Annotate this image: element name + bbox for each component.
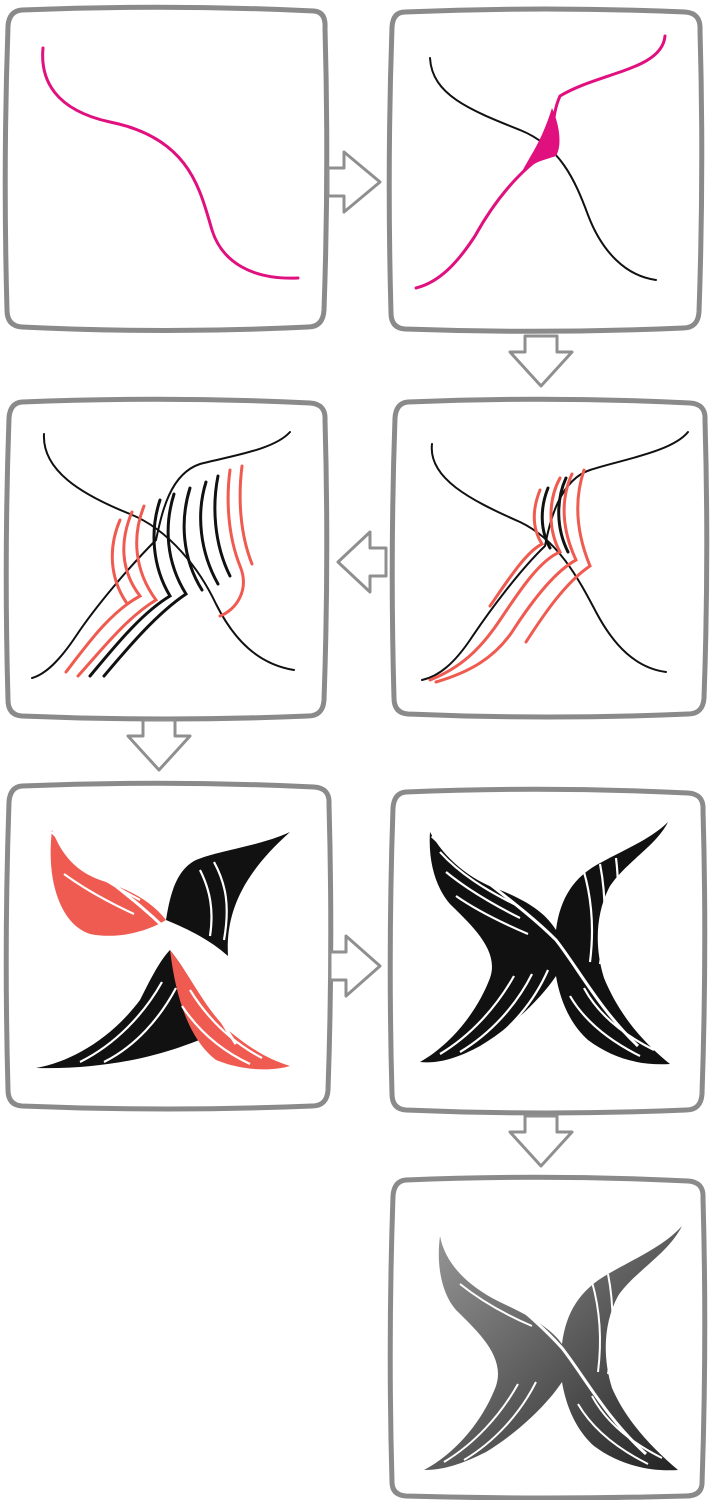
step-tile-6 (387, 786, 708, 1116)
arrow-down-3 (508, 1114, 574, 1168)
center-vein (50, 830, 238, 1045)
arrow-left-1 (336, 530, 388, 594)
step-tile-1 (2, 4, 330, 333)
black-bands (540, 476, 570, 554)
star-arm-top-right (166, 832, 290, 956)
arrow-right-1 (326, 150, 382, 214)
coral-bands (64, 464, 254, 678)
coral-bands (428, 468, 592, 684)
arrow-down-2 (126, 718, 192, 772)
black-guide-curve-2 (421, 431, 689, 681)
black-guide-curve (429, 57, 657, 281)
shaded-star-shape (424, 1226, 682, 1471)
center-vein (442, 1238, 648, 1456)
white-stripes (59, 851, 263, 1065)
black-guide-curve (42, 433, 295, 671)
white-stripes (443, 1259, 663, 1465)
step-tile-3 (389, 396, 710, 720)
arrow-right-2 (328, 934, 382, 998)
star-arm-bottom-right (170, 950, 290, 1070)
center-vein (430, 834, 640, 1048)
magenta-guide-curve (41, 46, 300, 280)
step-tile-7 (387, 1174, 708, 1500)
step-tile-4 (3, 396, 330, 722)
step-tile-5 (3, 780, 334, 1112)
black-bands (88, 474, 232, 678)
black-guide-curve-2 (31, 431, 291, 679)
arrow-down-1 (508, 334, 574, 388)
step-tile-2 (386, 6, 705, 334)
star-shape (420, 822, 670, 1065)
magenta-crossing-fill (520, 108, 560, 176)
white-stripes (439, 851, 655, 1057)
